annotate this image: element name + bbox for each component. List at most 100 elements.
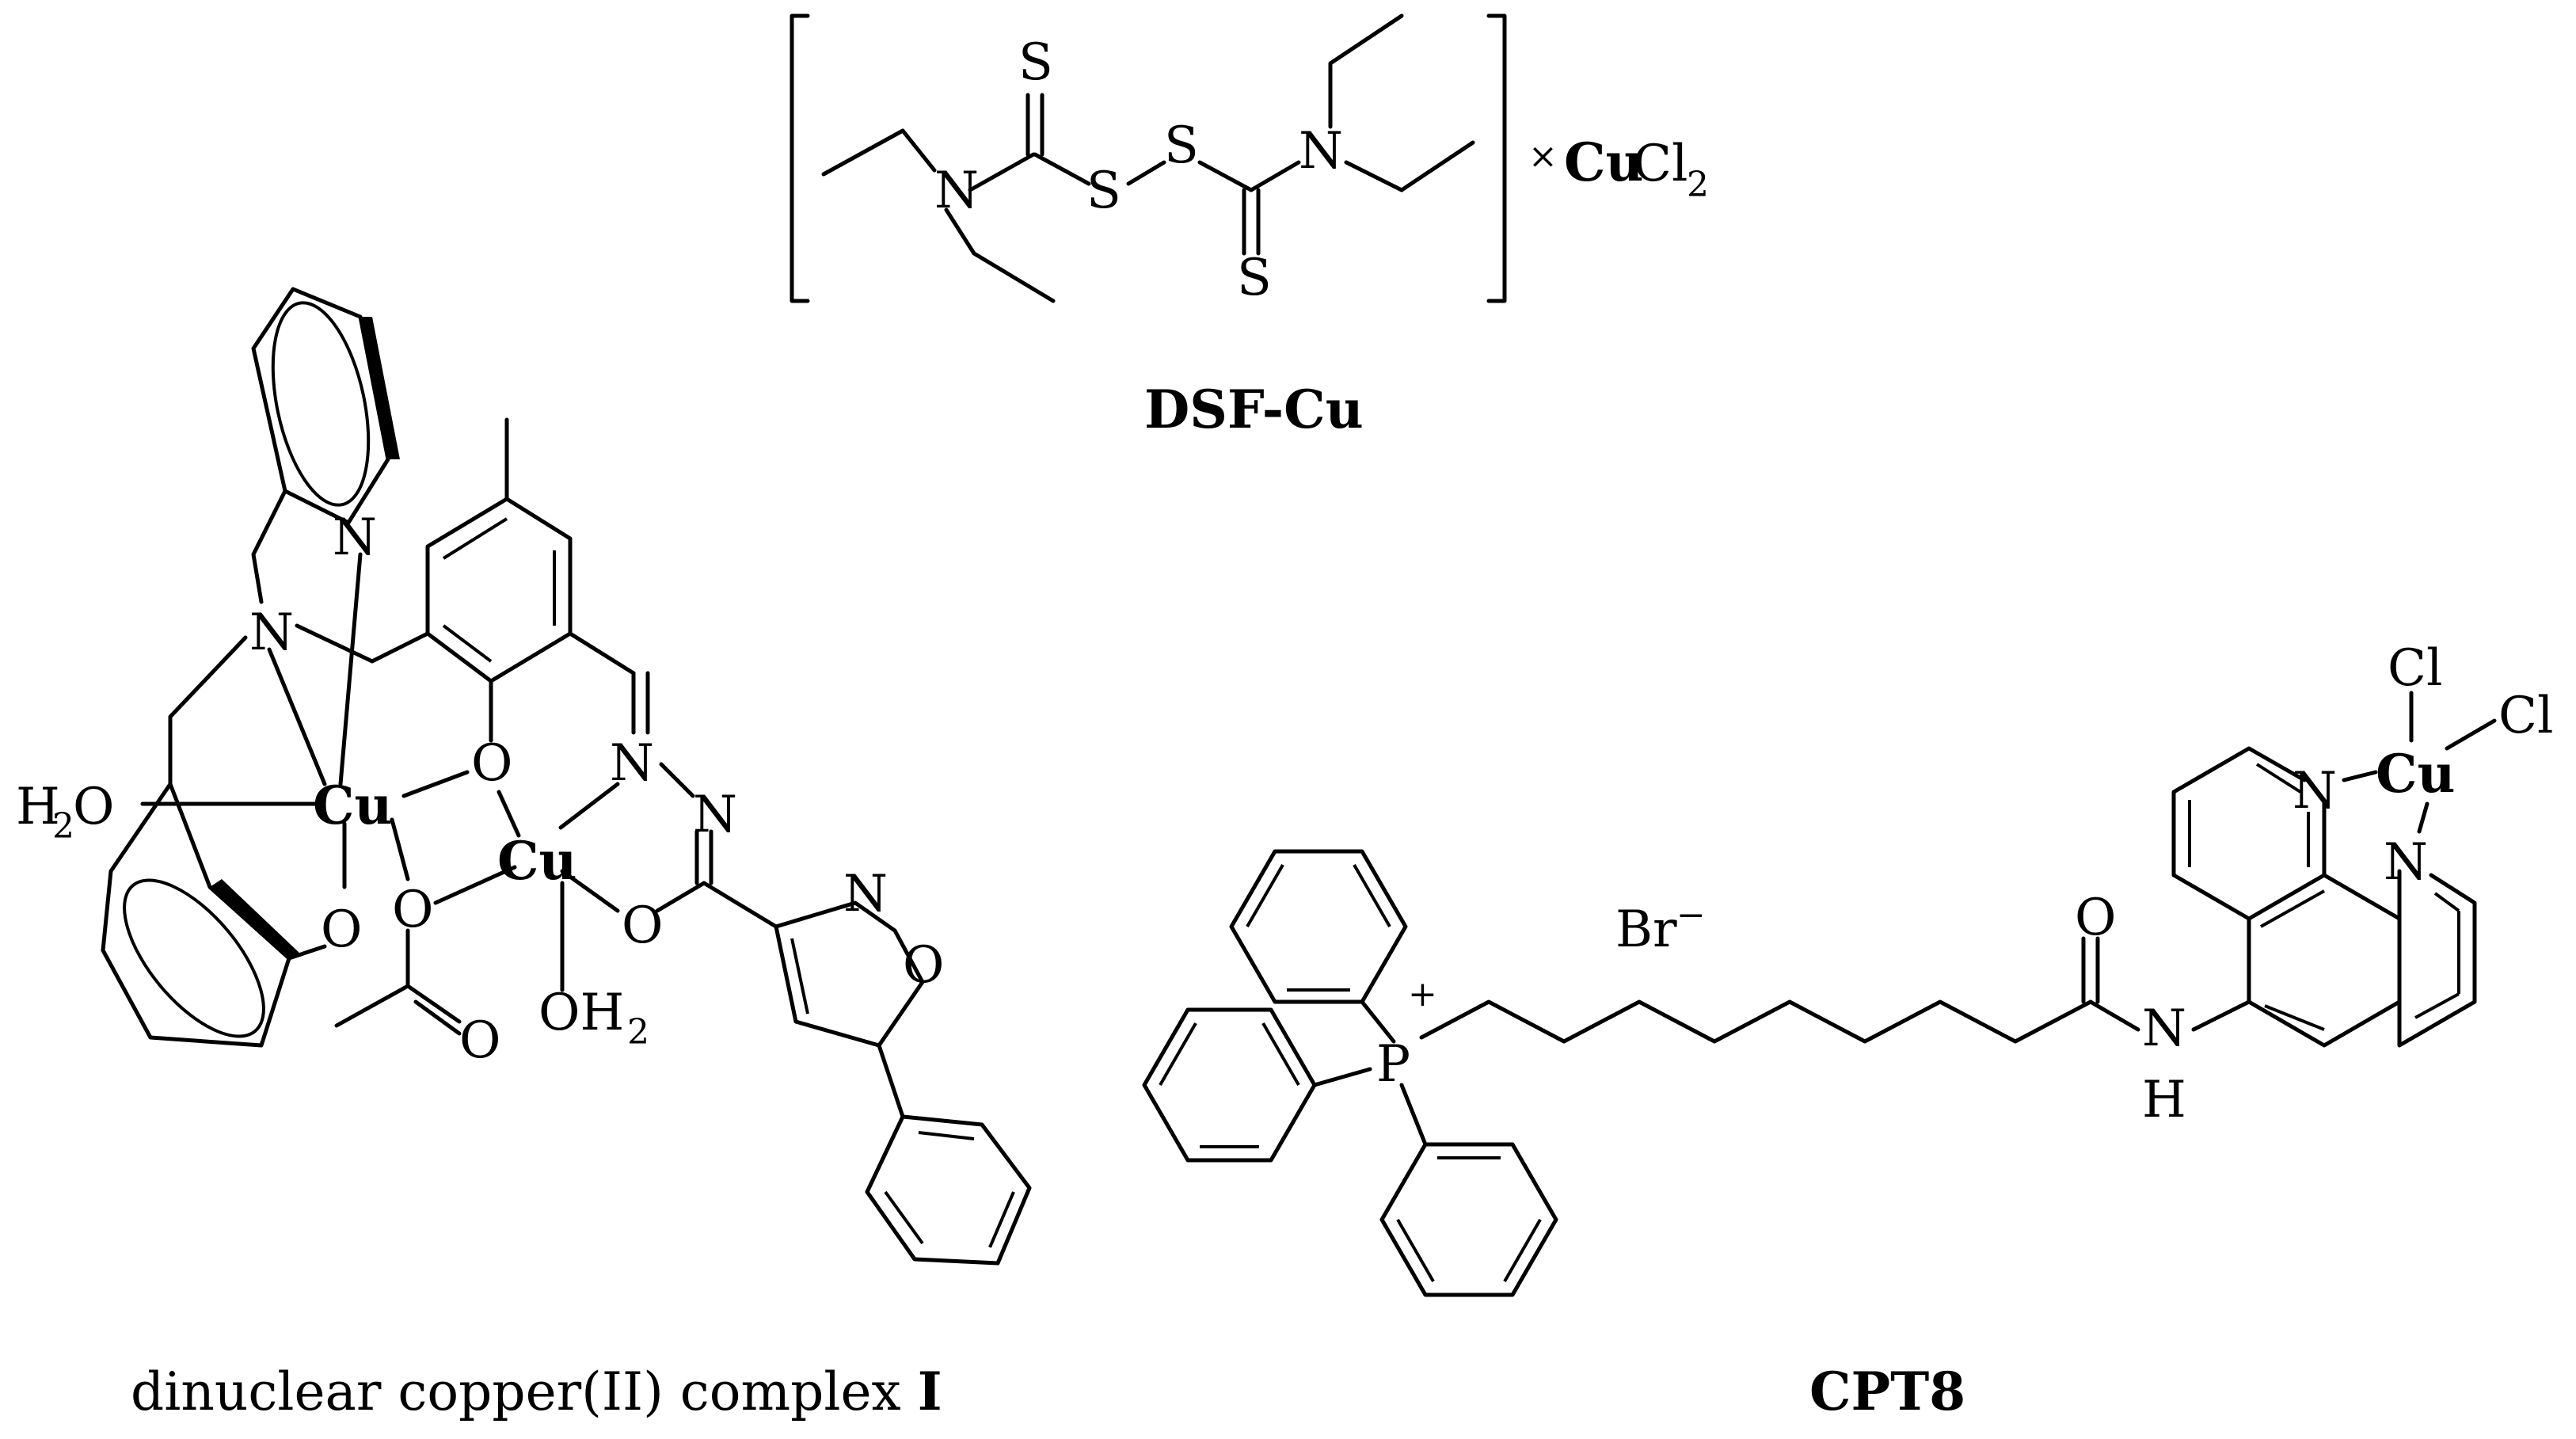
aryl-ring	[425, 497, 573, 683]
aromatic-bond	[2433, 892, 2460, 912]
coord-bond	[267, 647, 327, 786]
bond	[821, 128, 937, 177]
atom-h: H	[2142, 1071, 2186, 1129]
bond	[168, 635, 248, 786]
coord-bond	[2445, 718, 2497, 751]
isoxazole-ring	[774, 900, 925, 1048]
aromatic-bond	[790, 938, 809, 1015]
atom-n: N	[249, 603, 294, 662]
atom-cu: Cu	[497, 830, 577, 892]
dsf-cu-caption: DSF-Cu	[1144, 379, 1364, 440]
caption-text: dinuclear copper(II) complex	[131, 1361, 918, 1422]
bond	[1344, 140, 1475, 192]
aromatic-bond	[2260, 889, 2325, 928]
bond	[702, 881, 778, 929]
bond	[1249, 160, 1301, 192]
aqua-oh: OH	[538, 984, 624, 1042]
bromide: Br	[1615, 900, 1677, 959]
bond	[287, 944, 327, 961]
coord-bond	[558, 782, 620, 830]
bond	[413, 999, 462, 1036]
bond	[2088, 999, 2140, 1032]
plus-charge: +	[1408, 974, 1437, 1015]
coord-bond	[2417, 801, 2430, 834]
bond	[295, 623, 430, 664]
aromatic-bond	[988, 1191, 1015, 1248]
bond	[405, 984, 462, 1024]
atom-o: O	[392, 881, 433, 939]
wedge-bond	[360, 317, 400, 459]
aromatic-bond	[1261, 1022, 1300, 1086]
aromatic-circle	[123, 878, 265, 1038]
cu-label: Cu	[1564, 131, 1644, 193]
bond	[1328, 13, 1404, 129]
bond	[1033, 152, 1091, 186]
atom-cu: Cu	[313, 775, 393, 836]
bond	[1399, 1083, 1428, 1147]
aromatic-bond	[884, 1190, 924, 1245]
aromatic-bond	[1353, 864, 1391, 927]
bond	[251, 489, 287, 604]
bond	[944, 207, 1056, 303]
atom-o: O	[321, 900, 362, 959]
coord-bond	[497, 790, 521, 838]
bond	[1197, 160, 1254, 192]
water-2: 2	[52, 806, 74, 847]
cpt8-structure: P + Br − O N H N N Cu Cl Cl CPT8	[1142, 639, 2553, 1422]
alkyl-chain	[1419, 999, 2093, 1044]
aromatic-bond	[2414, 992, 2460, 1019]
atom-s: S	[1018, 33, 1053, 92]
aromatic-bond	[1246, 864, 1284, 927]
cl-label: Cl	[1633, 135, 1688, 193]
atom-o: O	[2075, 889, 2116, 947]
bond	[568, 631, 636, 676]
coord-bond	[401, 770, 470, 798]
atom-o: O	[459, 1011, 500, 1070]
atom-cl: Cl	[2388, 639, 2442, 698]
aromatic-bond	[918, 1131, 975, 1140]
bond	[877, 1043, 905, 1119]
phenyl-ring	[1379, 1142, 1558, 1297]
atom-cl: Cl	[2498, 687, 2553, 745]
atom-n: N	[1299, 122, 1343, 181]
phen-central-ring	[2247, 873, 2402, 1048]
aromatic-bond	[442, 517, 508, 560]
dsf-cu-structure: N S S S S N × Cu Cl 2 DSF-Cu	[790, 13, 1709, 440]
atom-n: N	[2142, 999, 2186, 1058]
times-sign: ×	[1528, 136, 1558, 177]
atom-n: N	[333, 508, 377, 567]
bond	[2191, 999, 2251, 1032]
atom-s: S	[1164, 116, 1199, 175]
cpt8-caption: CPT8	[1809, 1361, 1965, 1422]
water-o: O	[73, 778, 114, 836]
aromatic-bond	[1396, 1219, 1435, 1282]
phenyl-ring	[101, 782, 291, 1048]
water-h: H	[16, 778, 60, 836]
atom-s: S	[1086, 162, 1121, 220]
aqua-2: 2	[627, 1012, 649, 1053]
atom-n: N	[610, 734, 654, 793]
aromatic-bond	[442, 624, 493, 663]
atom-n: N	[693, 786, 737, 844]
atom-cu: Cu	[2376, 743, 2456, 805]
atom-n: N	[934, 162, 979, 220]
wedge-bond	[210, 879, 301, 958]
atom-o: O	[622, 897, 663, 955]
complex-i-structure: N N O N N Cu Cu H 2 O O O O O OH 2 N O d…	[16, 287, 1032, 1422]
right-bracket	[1486, 13, 1507, 303]
coord-bond	[2342, 770, 2378, 782]
bond	[659, 762, 695, 798]
coord-bond	[338, 552, 363, 786]
phen-right-ring	[2397, 873, 2477, 1048]
atom-p: P	[1376, 1035, 1410, 1094]
caption-bold: I	[918, 1361, 942, 1422]
phenyl-ring	[1229, 849, 1408, 1004]
coord-bond	[390, 817, 410, 881]
bond	[1312, 1067, 1372, 1087]
aromatic-bond	[2255, 763, 2302, 794]
atom-s: S	[1237, 249, 1272, 307]
bond	[1360, 999, 1396, 1044]
atom-n: N	[843, 865, 888, 923]
phen-left-ring	[2171, 746, 2307, 921]
left-bracket	[790, 13, 810, 303]
